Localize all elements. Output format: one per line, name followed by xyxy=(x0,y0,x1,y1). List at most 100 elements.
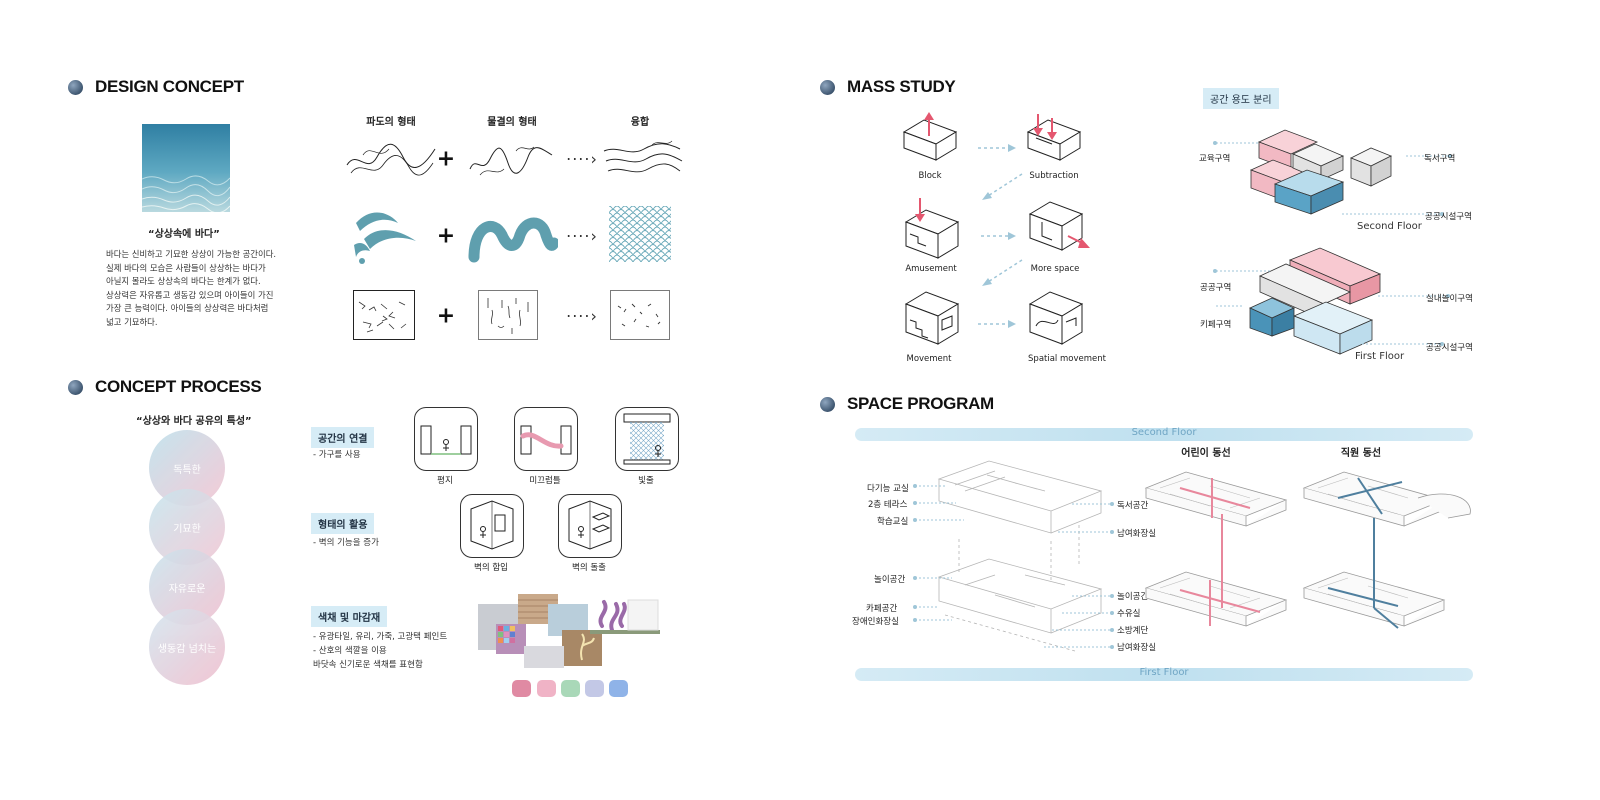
mass-study-header: MASS STUDY xyxy=(820,77,956,97)
label-reading-space: 독서공간 xyxy=(1117,501,1149,511)
mass-label-block: Block xyxy=(918,171,942,181)
second-floor-bar: Second Floor xyxy=(855,427,1473,441)
col-head-wave: 파도의 형태 xyxy=(366,117,416,128)
section-bullet-icon xyxy=(68,379,83,395)
tile-label-flat: 평지 xyxy=(437,476,453,486)
zone-reading: 독서구역 xyxy=(1424,154,1456,164)
zone-education: 교육구역 xyxy=(1199,154,1231,164)
arrow-1: ····› xyxy=(566,149,598,169)
teal-ripple-shape xyxy=(468,217,558,263)
second-floor-label: Second Floor xyxy=(1357,221,1422,232)
first-floor-bar-label: First Floor xyxy=(1139,667,1189,678)
zone-indoor-play: 실내놀이구역 xyxy=(1426,294,1473,304)
zone-separation-tag: 공간 용도 분리 xyxy=(1203,88,1279,109)
trait-circle-4: 생동감 넘치는 xyxy=(149,609,225,685)
texture-frame-2 xyxy=(478,290,538,340)
ripple-sketch xyxy=(469,146,553,176)
section-bullet-icon xyxy=(68,79,83,95)
program-leaders xyxy=(913,484,1114,649)
tile-label-wall-recess: 벽의 함입 xyxy=(474,563,508,573)
arrow-2: ····› xyxy=(566,226,598,246)
note-color-material-1: - 유광타일, 유리, 가죽, 고광택 페인트 xyxy=(313,632,448,642)
concept-line: 넓고 기묘하다. xyxy=(106,316,158,327)
mass-label-movement: Movement xyxy=(906,354,952,364)
mass-label-spatial-movement: Spatial movement xyxy=(1028,354,1106,364)
mass-study-diagram xyxy=(902,112,1090,345)
design-concept-quote: “상상속에 바다” xyxy=(148,229,220,240)
second-floor-leaders xyxy=(1213,141,1452,216)
color-swatch-2 xyxy=(537,680,556,697)
plus-1: + xyxy=(436,146,456,172)
ocean-photo xyxy=(142,124,230,212)
zone-public: 공공구역 xyxy=(1200,283,1232,293)
mass-movement xyxy=(904,291,960,345)
fish-scale-pattern xyxy=(609,206,671,262)
staff-circulation-plans xyxy=(1302,471,1471,629)
tile-wall-protrude xyxy=(558,494,622,558)
concept-line: 가장 큰 능력이다. 아이들의 상상력은 바다처럼 xyxy=(106,303,269,313)
fusion-sketch xyxy=(603,140,683,173)
flat-diagram xyxy=(420,425,472,455)
label-restroom-2f: 남여화장실 xyxy=(1117,529,1157,539)
tile-label-lightbeam: 빛줄 xyxy=(638,476,654,486)
concept-process-title: CONCEPT PROCESS xyxy=(95,377,262,396)
tile-label-slide: 미끄럼틀 xyxy=(529,476,561,486)
arrow-3: ····› xyxy=(566,306,598,326)
texture-frame-1 xyxy=(353,290,415,340)
design-concept-title: DESIGN CONCEPT xyxy=(95,77,244,96)
mass-spatial-movement xyxy=(1028,291,1084,345)
label-cafe-space: 카페공간 xyxy=(866,604,898,614)
tile-flat xyxy=(414,407,478,471)
note-color-material-3: 바닷속 신기로운 색채를 표현함 xyxy=(313,660,423,670)
label-play-space-right: 놀이공간 xyxy=(1117,592,1149,602)
color-swatch-4 xyxy=(585,680,604,697)
material-collage xyxy=(478,594,660,668)
mass-label-subtraction: Subtraction xyxy=(1029,171,1079,181)
zone-public-facility-2f: 공공시설구역 xyxy=(1425,212,1472,222)
concept-process-quote: “상상와 바다 공유의 특성” xyxy=(136,416,252,427)
concept-line: 상상력은 자유롭고 생동감 있으며 아이들이 가진 xyxy=(106,289,274,300)
mass-block xyxy=(902,112,958,161)
label-fire-stair: 소방계단 xyxy=(1117,626,1149,636)
label-play-space-left: 놀이공간 xyxy=(874,575,906,585)
mass-amusement xyxy=(904,198,960,259)
section-bullet-icon xyxy=(820,79,835,95)
label-accessible-toilet: 장애인화장실 xyxy=(852,617,899,627)
second-floor-bar-label: Second Floor xyxy=(1131,427,1197,438)
teal-wave-shape xyxy=(354,212,416,264)
tag-space-connect: 공간의 연결 xyxy=(311,427,375,448)
color-swatch-1 xyxy=(512,680,531,697)
first-floor-bar: First Floor xyxy=(855,667,1473,681)
concept-line: 실제 바다의 모습은 사람들이 상상하는 바다가 xyxy=(106,262,266,273)
space-program-header: SPACE PROGRAM xyxy=(820,394,994,414)
color-swatch-5 xyxy=(609,680,628,697)
note-form-use: - 벽의 기능을 증가 xyxy=(313,538,379,548)
zone-public-facility-1f: 공공시설구역 xyxy=(1426,343,1473,353)
mass-subtraction xyxy=(1026,114,1082,161)
note-color-material-2: - 산호의 색깔을 이용 xyxy=(313,646,387,656)
lightbeam-diagram xyxy=(623,413,671,465)
concept-process-header: CONCEPT PROCESS xyxy=(68,377,262,397)
concept-line: 바다는 신비하고 기묘한 상상이 가능한 공간이다. xyxy=(106,249,277,259)
child-circulation-plans xyxy=(1144,471,1288,627)
design-concept-text: 바다는 신비하고 기묘한 상상이 가능한 공간이다. 실제 바다의 모습은 사람… xyxy=(106,248,306,329)
mass-label-more-space: More space xyxy=(1030,264,1080,274)
concept-line: 아닐지 몰라도 상상속의 바다는 한계가 없다. xyxy=(106,276,261,286)
space-program-title: SPACE PROGRAM xyxy=(847,394,994,413)
slide-diagram xyxy=(520,425,572,455)
wall-protrude-diagram xyxy=(568,500,612,550)
staff-circulation-head: 직원 동선 xyxy=(1340,448,1382,459)
tile-slide xyxy=(514,407,578,471)
label-multi-classroom: 다기능 교실 xyxy=(867,484,909,494)
tag-form-use: 형태의 활용 xyxy=(311,513,375,534)
mass-label-amusement: Amusement xyxy=(905,264,957,274)
texture-frame-3 xyxy=(610,290,670,340)
color-swatch-3 xyxy=(561,680,580,697)
section-bullet-icon xyxy=(820,396,835,412)
zoning-second-floor xyxy=(1249,129,1392,215)
tile-wall-recess xyxy=(460,494,524,558)
design-concept-header: DESIGN CONCEPT xyxy=(68,77,244,97)
tag-color-material: 색채 및 마감재 xyxy=(311,606,388,627)
zoning-first-floor xyxy=(1249,247,1382,355)
first-floor-leaders xyxy=(1213,269,1450,346)
